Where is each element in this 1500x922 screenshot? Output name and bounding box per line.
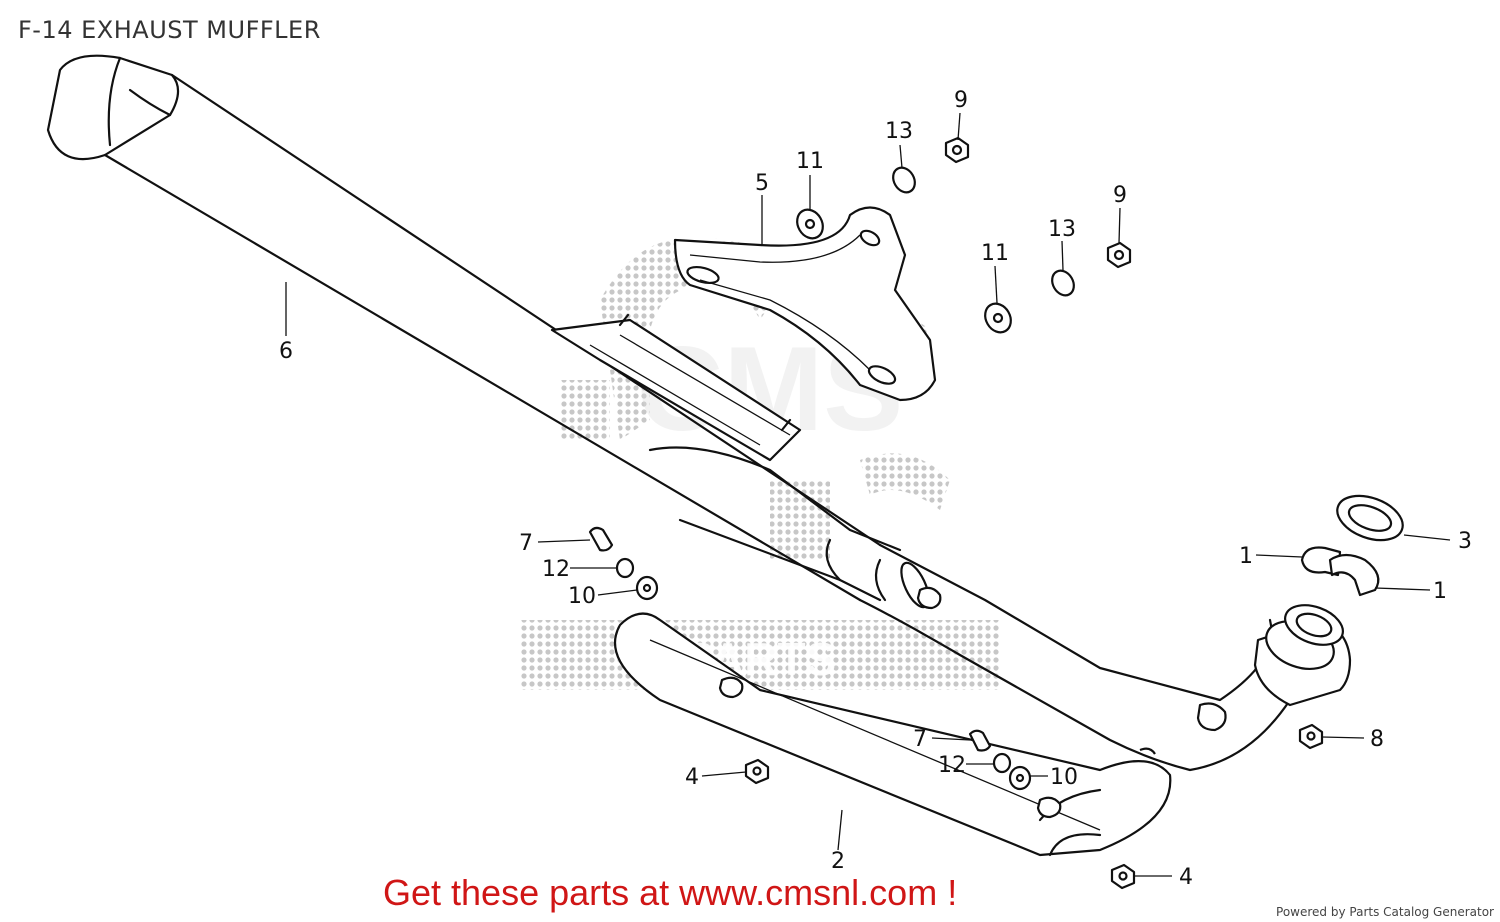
part-9-nut-right xyxy=(1106,241,1132,269)
callout-10-upper: 10 xyxy=(568,584,596,609)
callout-8: 8 xyxy=(1370,727,1384,752)
part-12-washer-upper xyxy=(615,557,635,579)
callout-1-right: 1 xyxy=(1433,579,1447,604)
callout-13-right: 13 xyxy=(1048,217,1076,242)
callout-3: 3 xyxy=(1458,529,1472,554)
part-2-protector xyxy=(613,612,1172,857)
callout-12-lower: 12 xyxy=(938,753,966,778)
part-7-bolt-lower xyxy=(968,729,992,752)
callout-13-top: 13 xyxy=(885,119,913,144)
diagram-title: F-14 EXHAUST MUFFLER xyxy=(18,16,321,44)
part-1-collar xyxy=(1300,546,1380,597)
callout-10-lower: 10 xyxy=(1050,765,1078,790)
part-9-nut-top xyxy=(944,136,970,164)
callout-11-right: 11 xyxy=(981,241,1009,266)
callout-2: 2 xyxy=(831,849,845,874)
part-13-washer-top xyxy=(892,166,916,194)
part-12-washer-lower xyxy=(992,752,1012,774)
part-3-gasket xyxy=(1336,494,1404,542)
part-8-nut xyxy=(1298,723,1324,750)
callout-4-bottom: 4 xyxy=(1179,865,1193,890)
callout-6: 6 xyxy=(279,339,293,364)
part-5-bracket xyxy=(673,206,937,402)
callout-9-top: 9 xyxy=(954,88,968,113)
get-parts-link[interactable]: Get these parts at www.cmsnl.com ! xyxy=(383,872,958,913)
callout-7-lower: 7 xyxy=(913,727,927,752)
part-10-collar-lower xyxy=(1008,765,1032,791)
callout-5: 5 xyxy=(755,171,769,196)
part-4-nut-left xyxy=(744,758,770,785)
part-6-muffler xyxy=(46,54,1302,772)
callout-9-right: 9 xyxy=(1113,183,1127,208)
callout-1-left: 1 xyxy=(1239,544,1253,569)
callout-11-top: 11 xyxy=(796,149,824,174)
part-10-collar-upper xyxy=(635,575,659,601)
part-exhaust-flange xyxy=(1253,604,1352,707)
leader-lines xyxy=(285,112,1451,877)
callout-7-upper: 7 xyxy=(519,531,533,556)
callouts: 6 5 11 13 9 11 13 9 7 12 10 7 12 10 4 2 … xyxy=(279,88,1472,890)
part-7-bolt-upper xyxy=(588,526,614,552)
callout-12-upper: 12 xyxy=(542,557,570,582)
part-11-washer-right xyxy=(984,302,1012,334)
powered-by-footer: Powered by Parts Catalog Generator xyxy=(1276,905,1494,919)
callout-4-left: 4 xyxy=(685,765,699,790)
part-13-washer-right xyxy=(1051,269,1075,297)
part-11-washer-top xyxy=(796,208,824,240)
part-4-nut-bottom xyxy=(1110,863,1136,890)
hardware xyxy=(588,136,1324,890)
